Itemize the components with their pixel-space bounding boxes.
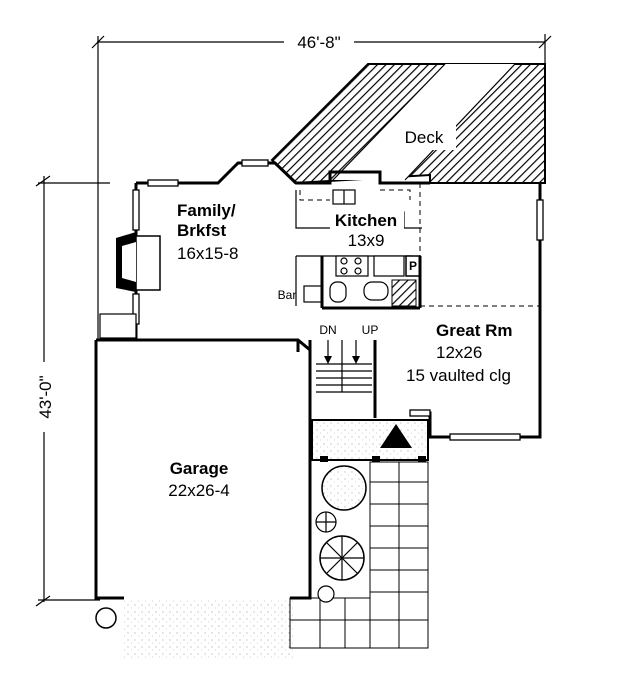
bar-sink xyxy=(303,285,323,303)
family-room-name-1: Family/ xyxy=(177,201,236,220)
great-room-name: Great Rm xyxy=(436,321,513,340)
kitchen: Kitchen 13x9 xyxy=(330,210,404,250)
depth-dimension: 43'-0" xyxy=(36,375,55,418)
landscape-shrubs xyxy=(95,465,367,629)
stairs xyxy=(308,340,377,418)
family-closet xyxy=(99,313,137,339)
fireplace xyxy=(116,232,161,292)
family-room-size: 16x15-8 xyxy=(177,244,238,263)
width-dimension: 46'-8" xyxy=(297,33,340,52)
kitchen-name: Kitchen xyxy=(335,211,397,230)
garage-size: 22x26-4 xyxy=(168,481,229,500)
windows xyxy=(132,159,544,441)
garage-name: Garage xyxy=(170,459,229,478)
cooktop xyxy=(335,255,369,277)
entry-marker-icon xyxy=(380,424,412,448)
toilet xyxy=(329,281,347,303)
bar-label: Bar xyxy=(278,288,297,302)
closet-shelving xyxy=(391,279,417,307)
stairs-down-label: DN xyxy=(319,323,336,337)
kitchen-counters xyxy=(295,189,422,306)
refrigerator xyxy=(373,255,405,277)
great-room-size: 12x26 xyxy=(436,343,482,362)
garage: Garage 22x26-4 xyxy=(168,459,229,500)
kitchen-size: 13x9 xyxy=(348,231,385,250)
entry-porch xyxy=(311,419,429,462)
family-room: Family/ Brkfst 16x15-8 xyxy=(177,201,238,263)
great-room: Great Rm 12x26 15 vaulted clg xyxy=(406,321,513,385)
driveway xyxy=(124,600,294,660)
family-room-name-2: Brkfst xyxy=(177,221,226,240)
deck-label: Deck xyxy=(405,128,444,147)
pantry-mark: P xyxy=(409,259,417,273)
great-room-note: 15 vaulted clg xyxy=(406,366,511,385)
bar-area xyxy=(303,256,422,310)
lavatory xyxy=(363,281,389,301)
stairs-up-label: UP xyxy=(362,323,379,337)
